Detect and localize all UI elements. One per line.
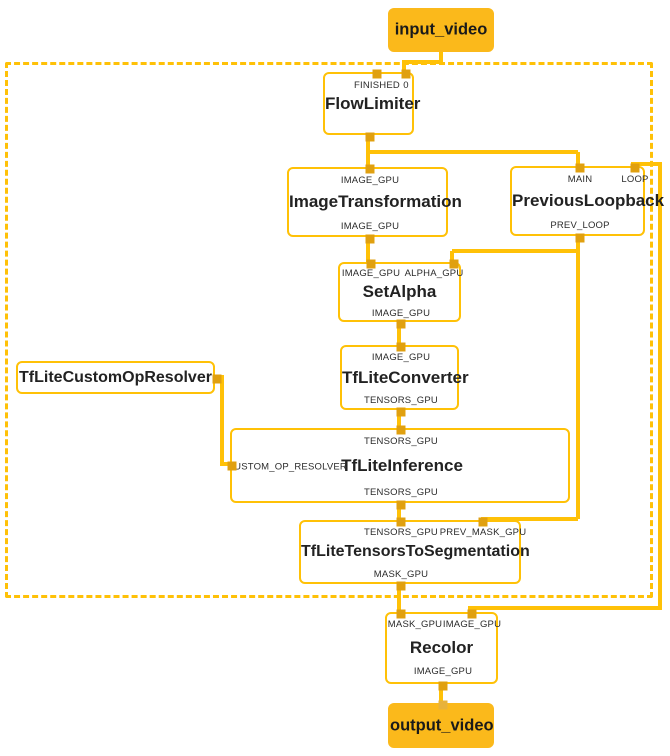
node-output-video-label: output_video <box>390 716 494 734</box>
port-set-alpha-out[interactable] <box>396 319 406 329</box>
node-tflite-converter-label: TfLiteConverter <box>342 367 469 387</box>
port-flow-limiter-out[interactable] <box>365 132 375 142</box>
node-flow-limiter[interactable]: FlowLimiter FINISHED 0 <box>323 69 421 142</box>
port-label-image-transformation-out: IMAGE_GPU <box>340 221 400 232</box>
node-tflite-tensors-to-segmentation[interactable]: TfLiteTensorsToSegmentation TENSORS_GPU … <box>299 517 530 591</box>
node-flow-limiter-label: FlowLimiter <box>325 93 421 113</box>
port-tflite-inference-in[interactable] <box>396 425 406 435</box>
port-tflite-converter-in[interactable] <box>396 342 406 352</box>
port-tts-tensors[interactable] <box>396 517 406 527</box>
node-tflite-custom-op-resolver-label: TfLiteCustomOpResolver <box>19 368 212 386</box>
port-label-flow-limiter-finished: FINISHED <box>354 80 400 91</box>
port-recolor-mask[interactable] <box>396 609 406 619</box>
node-image-transformation[interactable]: ImageTransformation IMAGE_GPU IMAGE_GPU <box>287 164 462 244</box>
port-tts-mask[interactable] <box>396 581 406 591</box>
port-previous-loopback-prev-loop[interactable] <box>575 233 585 243</box>
node-previous-loopback-label: PreviousLoopback <box>512 191 665 210</box>
port-label-tts-tensors: TENSORS_GPU <box>364 527 438 538</box>
node-tflite-converter[interactable]: TfLiteConverter IMAGE_GPU TENSORS_GPU <box>340 342 469 417</box>
port-label-previous-loopback-main: MAIN <box>567 174 593 185</box>
port-image-transformation-in[interactable] <box>365 164 375 174</box>
port-label-set-alpha-image: IMAGE_GPU <box>341 268 401 279</box>
port-label-tflite-converter-out: TENSORS_GPU <box>364 395 438 406</box>
port-tflite-inference-custom-op-resolver[interactable] <box>227 461 237 471</box>
port-tflite-converter-out[interactable] <box>396 407 406 417</box>
node-tflite-custom-op-resolver[interactable]: TfLiteCustomOpResolver <box>16 361 222 394</box>
port-label-tts-mask: MASK_GPU <box>373 569 429 580</box>
subgraph-boundary <box>5 62 653 598</box>
node-set-alpha-label: SetAlpha <box>362 282 437 301</box>
port-label-set-alpha-alpha: ALPHA_GPU <box>404 268 464 279</box>
port-flow-limiter-finished[interactable] <box>372 69 382 79</box>
port-image-transformation-out[interactable] <box>365 234 375 244</box>
port-label-tts-prev-mask: PREV_MASK_GPU <box>439 527 527 538</box>
node-tflite-tensors-to-segmentation-label: TfLiteTensorsToSegmentation <box>301 543 530 560</box>
port-label-previous-loopback-loop: LOOP <box>621 174 649 185</box>
port-label-tflite-inference-custom-op-resolver: CUSTOM_OP_RESOLVER <box>227 461 347 473</box>
port-previous-loopback-loop[interactable] <box>630 163 640 173</box>
node-recolor-label: Recolor <box>409 638 474 657</box>
port-flow-limiter-0[interactable] <box>401 69 411 79</box>
port-label-tflite-inference-out: TENSORS_GPU <box>364 487 438 498</box>
port-output-video-in[interactable] <box>438 700 448 710</box>
node-input-video-label: input_video <box>394 20 488 39</box>
port-label-previous-loopback-prev-loop: PREV_LOOP <box>550 220 610 231</box>
node-tflite-inference-label: TfLiteInference <box>341 455 463 475</box>
port-set-alpha-image[interactable] <box>366 259 376 269</box>
port-label-flow-limiter-0: 0 <box>403 80 409 91</box>
port-label-set-alpha-out: IMAGE_GPU <box>371 308 431 319</box>
port-label-image-transformation-in: IMAGE_GPU <box>340 175 400 186</box>
node-previous-loopback[interactable]: PreviousLoopback MAIN LOOP PREV_LOOP <box>510 163 665 243</box>
node-recolor[interactable]: Recolor MASK_GPU IMAGE_GPU IMAGE_GPU <box>385 609 502 691</box>
port-previous-loopback-main[interactable] <box>575 163 585 173</box>
port-label-tflite-converter-in: IMAGE_GPU <box>371 352 431 363</box>
node-input-video[interactable]: input_video <box>388 8 494 52</box>
port-label-tflite-inference-in: TENSORS_GPU <box>364 436 438 447</box>
port-label-recolor-out: IMAGE_GPU <box>413 666 473 677</box>
port-label-recolor-mask: MASK_GPU <box>387 619 443 630</box>
port-tflite-custom-op-resolver-out[interactable] <box>212 374 222 384</box>
port-tflite-inference-out[interactable] <box>396 500 406 510</box>
node-tflite-inference[interactable]: TfLiteInference TENSORS_GPU CUSTOM_OP_RE… <box>227 425 570 510</box>
port-set-alpha-alpha[interactable] <box>449 259 459 269</box>
port-label-recolor-image: IMAGE_GPU <box>442 619 502 630</box>
port-recolor-out[interactable] <box>438 681 448 691</box>
port-recolor-image[interactable] <box>467 609 477 619</box>
port-tts-prev-mask[interactable] <box>478 517 488 527</box>
node-image-transformation-label: ImageTransformation <box>289 192 462 211</box>
node-output-video[interactable]: output_video <box>388 700 494 748</box>
node-set-alpha[interactable]: SetAlpha IMAGE_GPU ALPHA_GPU IMAGE_GPU <box>338 259 464 329</box>
